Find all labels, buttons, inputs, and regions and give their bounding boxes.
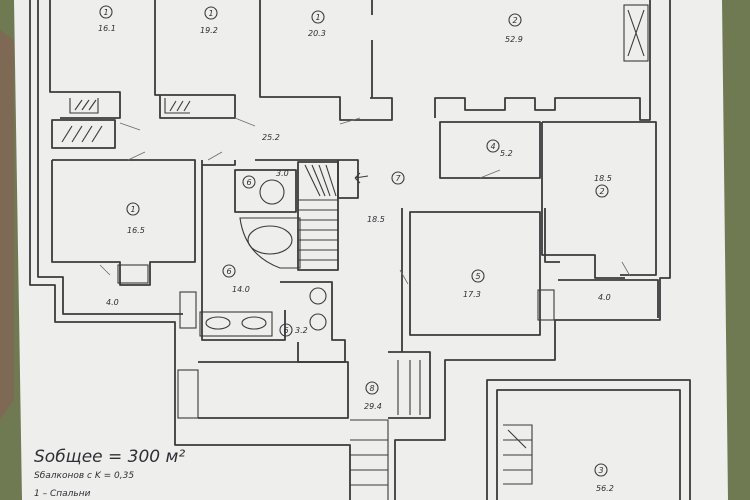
radiator: [177, 369, 199, 419]
fireplace: [623, 4, 649, 62]
room-5-outer: [401, 208, 560, 352]
room-area: 14.0: [232, 285, 250, 294]
wardrobe: [397, 360, 421, 415]
total-area-note: Sобщее = 300 м²: [34, 447, 185, 467]
room-label: 119.2: [200, 6, 218, 35]
room-number: 6: [283, 326, 288, 335]
room-label: 517.3: [463, 269, 485, 299]
sink-right: [241, 316, 267, 330]
bedroom-wall: [154, 0, 236, 119]
door-swing: [99, 117, 631, 285]
wc-fixture: [309, 287, 327, 305]
room-area: 17.3: [463, 290, 481, 299]
room-label: 63.0: [242, 169, 289, 189]
room-label: 116.5: [126, 202, 145, 235]
vanity-counter: [199, 311, 273, 337]
room-number: 6: [226, 267, 231, 276]
radiator: [164, 98, 191, 114]
room-area: 56.2: [596, 484, 614, 493]
room-number: 2: [512, 16, 517, 25]
bathtub-basin: [247, 225, 293, 255]
fireplace-detail: [627, 9, 645, 57]
room-number: 3: [598, 466, 603, 475]
staircase: [297, 161, 339, 271]
outer-wall: [29, 0, 671, 500]
room-number: 1: [130, 205, 135, 214]
room-area: 16.1: [98, 24, 116, 33]
bathtub: [239, 217, 301, 269]
living-room-wall: [434, 0, 651, 121]
outer-wall-inner-line: [37, 0, 183, 315]
legend-bedrooms-note: 1 – Спальни: [34, 489, 91, 499]
room-label: 218.5: [594, 174, 612, 198]
room-area: 18.5: [594, 174, 612, 183]
room-2b-wall: [541, 121, 657, 279]
radiator: [69, 98, 99, 114]
paper-sheet: [14, 0, 728, 500]
wc-fixture: [309, 313, 327, 331]
room-3-stairs: [503, 424, 533, 485]
room-area: 19.2: [200, 26, 218, 35]
balcony-left-label: 4.0: [106, 298, 119, 307]
hall-8-wall: [198, 351, 431, 419]
bedroom-wall: [49, 0, 121, 119]
storage-room-4: [439, 121, 541, 179]
room-number: 6: [246, 178, 251, 187]
room-number: 2: [599, 187, 604, 196]
room-number: 8: [369, 384, 374, 393]
corridor-wall: [51, 119, 116, 149]
radiator: [179, 291, 197, 329]
stair-treads: [298, 164, 338, 261]
corridor-area-label: 25.2: [262, 133, 280, 142]
room-area: 16.5: [127, 226, 145, 235]
room-label: 614.0: [222, 264, 250, 294]
balcony-coefficient-note: Sбалконов с K = 0,35: [34, 471, 134, 481]
room-number: 7: [395, 174, 401, 183]
sink-left: [205, 316, 231, 330]
room-label: 829.4: [364, 381, 382, 411]
entry-stairs: [350, 419, 389, 500]
room-label: 120.3: [308, 10, 326, 38]
bathroom-3-wall: [234, 169, 297, 213]
bedroom-left-wall: [51, 159, 196, 286]
bedroom-wall: [259, 0, 393, 121]
room-5-wall: [409, 211, 541, 336]
room-number: 1: [208, 9, 213, 18]
toilet-fixture: [259, 179, 285, 205]
room-area: 3.2: [295, 326, 308, 335]
wardrobe-hatch: [61, 125, 103, 143]
room-number: 1: [315, 13, 320, 22]
room-label: 356.2: [594, 463, 614, 493]
room-area: 20.3: [308, 29, 326, 38]
window-sill: [117, 264, 149, 284]
room-area: 3.0: [276, 169, 289, 178]
room-area: 5.2: [500, 149, 513, 158]
room-number: 5: [475, 272, 480, 281]
room-area: 29.4: [364, 402, 382, 411]
room-label: 252.9: [505, 13, 523, 44]
room-label-list: 116.1 119.2 120.3 252.9 116.5 45.2 218.5…: [98, 5, 614, 493]
radiator: [537, 289, 555, 321]
room-3-wall: [486, 379, 691, 500]
arrow-marker: [354, 172, 369, 184]
room-label: 45.2: [486, 139, 513, 158]
balcony-right-label: 4.0: [598, 293, 611, 302]
room-label: 7: [391, 171, 405, 185]
room-number: 1: [103, 8, 108, 17]
room-area: 52.9: [505, 35, 523, 44]
room-number: 4: [490, 142, 495, 151]
room-label: 116.1: [98, 5, 116, 33]
balcony-right: [558, 279, 659, 318]
background-fabric: [0, 30, 14, 420]
hall-area-label: 18.5: [367, 215, 385, 224]
